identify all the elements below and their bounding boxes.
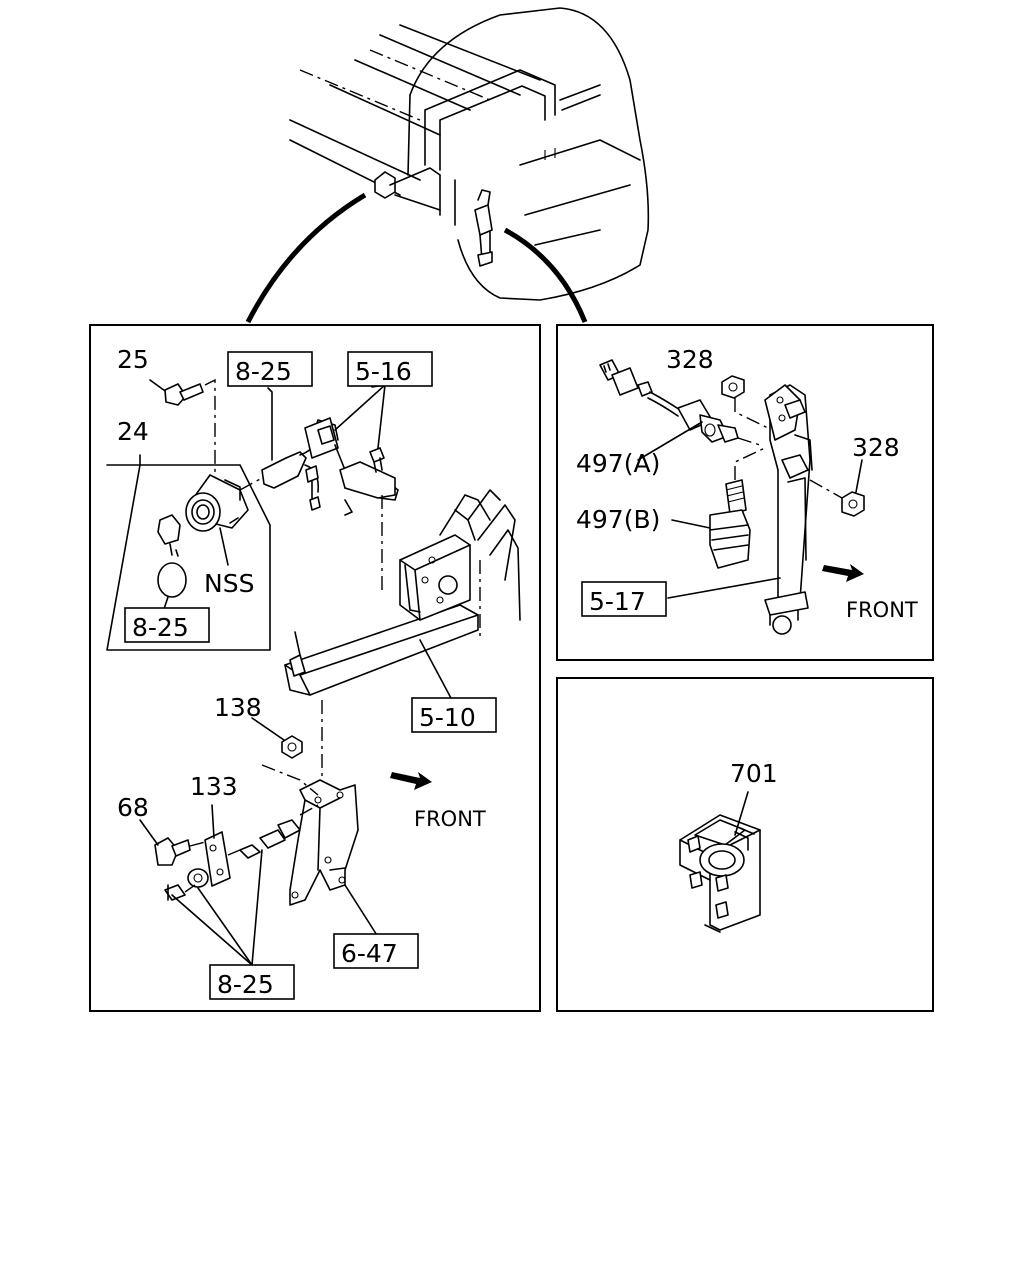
label-5-17: 5-17	[589, 587, 646, 616]
right-top-panel-frame	[556, 324, 934, 661]
bolt-25	[149, 378, 216, 480]
label-497a: 497(A)	[576, 449, 660, 478]
front-arrow-right	[822, 564, 864, 582]
label-box-5-17	[581, 581, 667, 617]
harness-connector-top	[239, 384, 399, 590]
label-box-8-25-bottom	[209, 964, 295, 1000]
label-5-10: 5-10	[419, 703, 476, 732]
label-133: 133	[190, 772, 238, 801]
label-138: 138	[214, 693, 262, 722]
label-25: 25	[117, 345, 149, 374]
label-328-right: 328	[852, 433, 900, 462]
brake-switch-assembly	[157, 474, 249, 616]
left-panel-frame	[89, 324, 541, 1012]
label-328-top: 328	[666, 345, 714, 374]
label-box-8-25-top	[227, 351, 313, 387]
label-front-right: FRONT	[846, 598, 918, 622]
right-bottom-panel-frame	[556, 677, 934, 1012]
label-box-6-47	[333, 933, 419, 969]
front-arrow-left	[390, 772, 432, 790]
label-front-left: FRONT	[414, 807, 486, 831]
label-5-16: 5-16	[355, 357, 412, 386]
label-701: 701	[730, 759, 778, 788]
label-497b: 497(B)	[576, 505, 660, 534]
pedal-bracket-6-47	[139, 717, 381, 966]
label-6-47: 6-47	[341, 939, 398, 968]
label-box-5-16	[347, 351, 433, 387]
frame-rail-5-10	[284, 489, 521, 780]
sensor-assembly-497	[599, 359, 865, 635]
relay-701	[679, 791, 761, 933]
label-68: 68	[117, 793, 149, 822]
label-8-25-inset: 8-25	[132, 613, 189, 642]
truck-cab-overview	[245, 7, 650, 324]
inset-box-24	[106, 454, 271, 651]
label-nss: NSS	[204, 569, 254, 598]
label-box-5-10	[411, 697, 497, 733]
label-8-25-bottom: 8-25	[217, 970, 274, 999]
label-8-25-top: 8-25	[235, 357, 292, 386]
label-24: 24	[117, 417, 149, 446]
label-box-8-25-inset	[124, 607, 210, 643]
